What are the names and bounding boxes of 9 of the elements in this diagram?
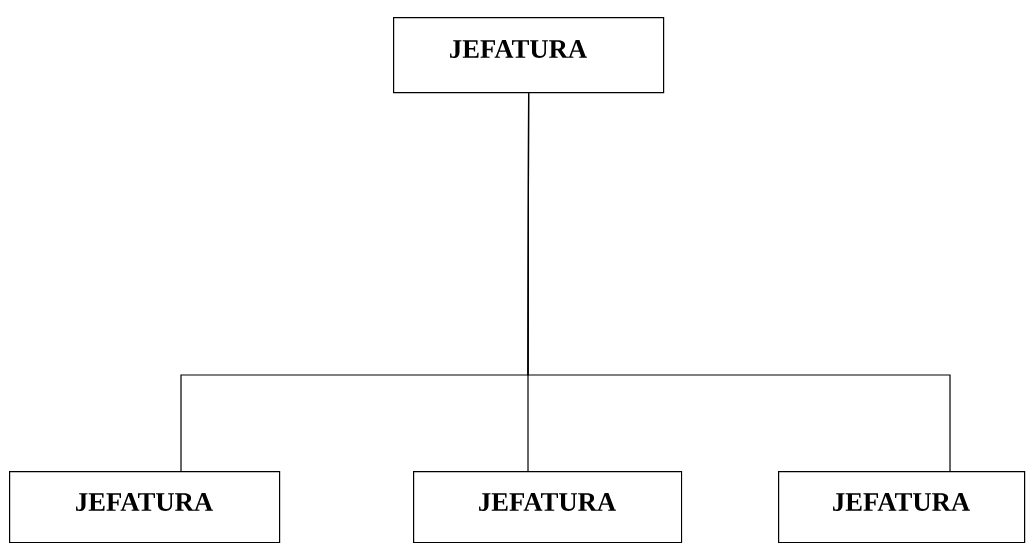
- node-label: JEFATURA: [833, 493, 970, 511]
- node-label: JEFATURA: [76, 493, 213, 511]
- org-box: [393, 17, 665, 94]
- connector-line: [527, 92, 951, 472]
- node-label: JEFATURA: [479, 493, 616, 511]
- org-box: [413, 471, 683, 543]
- node-label: JEFATURA: [450, 40, 587, 58]
- org-box: [778, 471, 1026, 543]
- org-box: [9, 471, 281, 543]
